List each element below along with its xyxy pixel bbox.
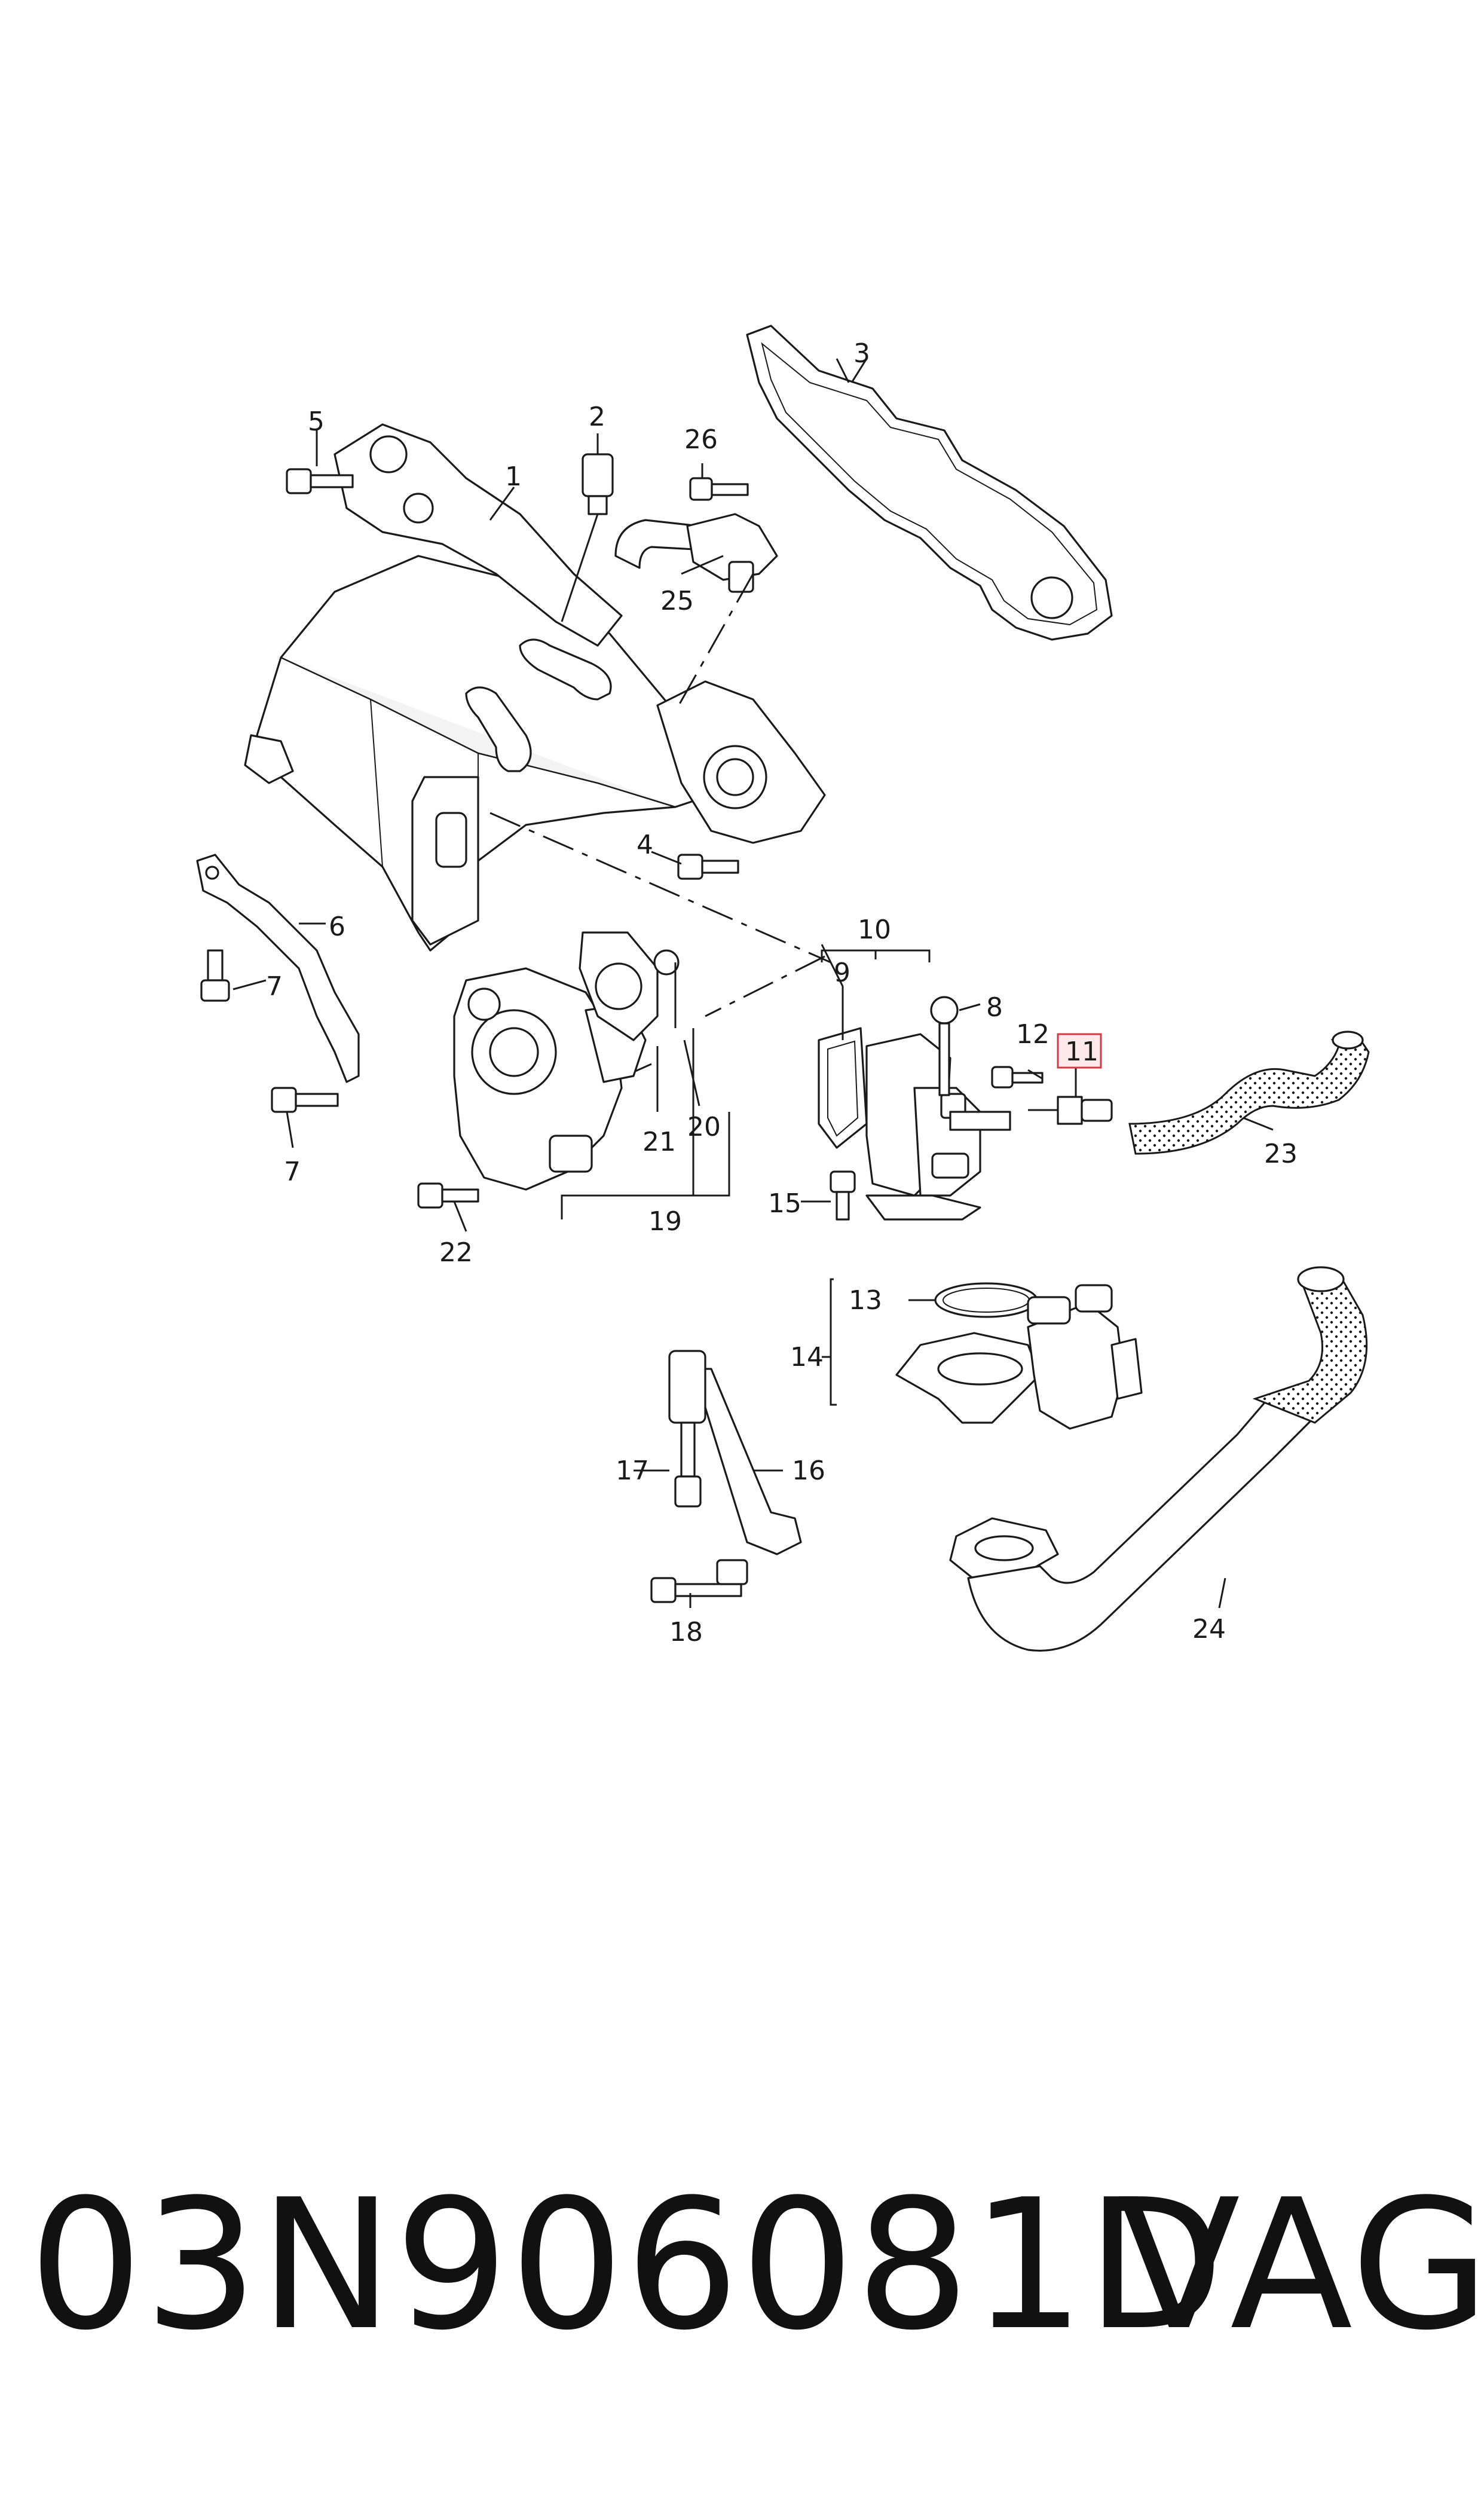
callout-13[interactable]: 13 [849, 1285, 882, 1316]
bolt-part-12 [991, 1066, 1044, 1089]
gasket-part-3 [746, 325, 1113, 641]
callout-12[interactable]: 12 [1016, 1019, 1049, 1050]
ref-line-b [489, 812, 831, 964]
callout-10[interactable]: 10 [858, 915, 891, 945]
exploded-parts-diagram: 1 2 3 4 5 6 7 7 8 9 10 11 12 13 14 15 16… [196, 325, 1370, 1652]
bolt-part-15 [830, 1170, 856, 1221]
callout-15[interactable]: 15 [768, 1188, 801, 1219]
callout-19[interactable]: 19 [648, 1206, 682, 1237]
bracket-19 [561, 1112, 730, 1219]
bolt-part-4 [677, 854, 739, 880]
rod-part-16 [692, 1368, 802, 1555]
bolt-part-18 [650, 1559, 748, 1603]
bolt-part-22 [417, 1182, 479, 1209]
valve-body-part-10 [865, 1033, 1011, 1221]
pipe-part-24 [949, 1266, 1368, 1652]
callout-5[interactable]: 5 [308, 406, 325, 437]
callout-20[interactable]: 20 [687, 1112, 721, 1142]
hose-part-23 [1128, 1031, 1370, 1155]
callout-labels: 1 2 3 4 5 6 7 7 8 9 10 11 12 13 14 15 16… [266, 338, 1298, 1647]
bolt-part-7a [200, 949, 230, 1002]
callout-7a[interactable]: 7 [266, 971, 283, 1002]
callout-22[interactable]: 22 [439, 1237, 473, 1268]
callout-1[interactable]: 1 [505, 461, 522, 492]
callout-2[interactable]: 2 [589, 402, 605, 432]
callout-14[interactable]: 14 [790, 1342, 824, 1372]
temperature-sender-part-11 [1028, 1064, 1113, 1125]
hose-part-25 [614, 513, 778, 593]
callout-16[interactable]: 16 [792, 1456, 825, 1486]
brand-name: VAG [1118, 2161, 1484, 2370]
callout-25[interactable]: 25 [660, 586, 694, 616]
part-number: 03N906081D [29, 2161, 1226, 2370]
callout-26[interactable]: 26 [684, 424, 718, 455]
bolt-part-5 [286, 430, 354, 494]
sleeve-part-17 [668, 1350, 706, 1508]
callout-17[interactable]: 17 [616, 1456, 649, 1486]
callout-18[interactable]: 18 [669, 1617, 703, 1647]
stud-part-8 [930, 996, 959, 1096]
callout-9[interactable]: 9 [834, 958, 850, 988]
egr-valve-part-14 [895, 1284, 1143, 1430]
callout-3[interactable]: 3 [853, 338, 870, 369]
egr-cooler-part-1 [244, 423, 826, 952]
bolt-part-7b [271, 1087, 339, 1113]
callout-8[interactable]: 8 [986, 992, 1003, 1023]
gasket-part-9 [818, 1027, 868, 1149]
bracket-part-6 [196, 854, 360, 1083]
callout-23[interactable]: 23 [1264, 1139, 1298, 1169]
callout-11-highlight [1057, 1033, 1102, 1069]
callout-24[interactable]: 24 [1192, 1614, 1226, 1644]
callout-11[interactable]: 11 [1065, 1037, 1099, 1067]
sensor-part-2 [561, 433, 614, 622]
callout-6[interactable]: 6 [329, 912, 345, 942]
callout-7b[interactable]: 7 [284, 1157, 301, 1187]
bolt-part-26 [689, 477, 749, 501]
leader-lines [232, 358, 1274, 1609]
ref-line-c [705, 955, 825, 1017]
callout-21[interactable]: 21 [642, 1127, 676, 1157]
callout-4[interactable]: 4 [637, 830, 653, 860]
ref-line-a [674, 573, 754, 712]
egr-valve-part-19 [453, 967, 647, 1191]
gasket-part-20 [579, 931, 680, 1041]
